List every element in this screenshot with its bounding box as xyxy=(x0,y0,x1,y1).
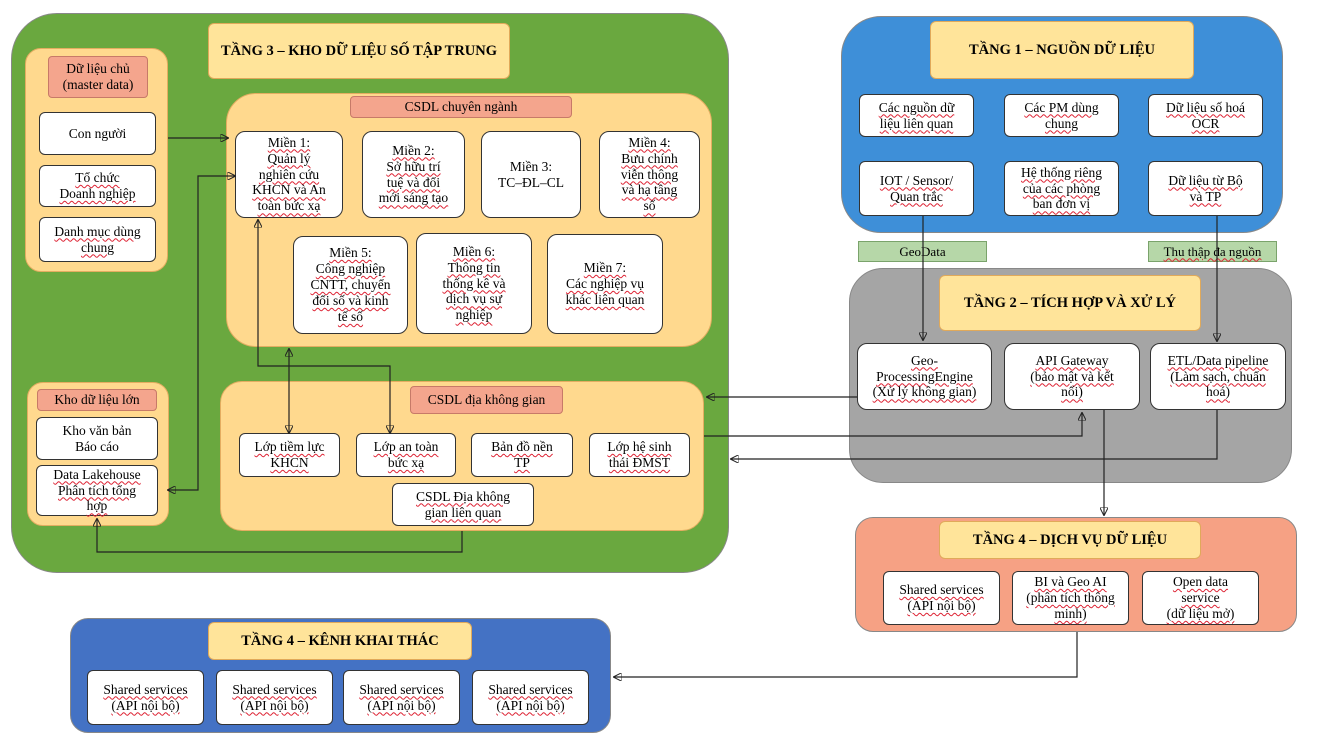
dichvu-open-data: Open data service (dữ liệu mở) xyxy=(1142,571,1259,625)
bigdata-item-lakehouse: Data Lakehouse Phân tích tổng hợp xyxy=(36,465,158,516)
tang4-dichvu-title: TẦNG 4 – DỊCH VỤ DỮ LIỆU xyxy=(939,521,1201,559)
source-pm-dung-chung: Các PM dùng chung xyxy=(1004,94,1119,137)
khaithac-service-4: Shared services (API nội bộ) xyxy=(472,670,589,725)
domain-1: Miền 1: Quản lý nghiên cứu KHCN và An to… xyxy=(235,131,343,218)
layer-an-toan-buc-xa: Lớp an toàn bức xạ xyxy=(356,433,456,477)
etl-data-pipeline: ETL/Data pipeline (Làm sạch, chuẩn hoá) xyxy=(1150,343,1286,410)
master-item-con-nguoi: Con người xyxy=(39,112,156,155)
tang4-khaithac-title: TẦNG 4 – KÊNH KHAI THÁC xyxy=(208,622,472,660)
domain-4: Miền 4: Bưu chính viễn thông và hạ tầng … xyxy=(599,131,700,218)
tang2-title: TẦNG 2 – TÍCH HỢP VÀ XỬ LÝ xyxy=(939,275,1201,331)
layer-he-sinh-thai: Lớp hệ sinh thái ĐMST xyxy=(589,433,690,477)
master-item-danh-muc: Danh mục dùng chung xyxy=(39,217,156,262)
source-iot-sensor: IOT / Sensor/ Quan trắc xyxy=(859,161,974,216)
source-so-hoa-ocr: Dữ liệu số hoá OCR xyxy=(1148,94,1263,137)
arrow-bigdata-chuyennganh xyxy=(168,176,235,490)
layer-ban-do-nen: Bản đồ nền TP xyxy=(471,433,573,477)
domain-3: Miền 3: TC–ĐL–CL xyxy=(481,131,581,218)
domain-2: Miền 2: Sở hữu trí tuệ và đổi mới sáng t… xyxy=(362,131,465,218)
bigdata-title: Kho dữ liệu lớn xyxy=(37,389,157,411)
master-item-to-chuc: Tổ chức Doanh nghiệp xyxy=(39,165,156,207)
tang3-title: TẦNG 3 – KHO DỮ LIỆU SỐ TẬP TRUNG xyxy=(208,23,510,79)
layer-csdl-lien-quan: CSDL Địa không gian liên quan xyxy=(392,483,534,526)
khaithac-service-3: Shared services (API nội bộ) xyxy=(343,670,460,725)
tang1-title: TẦNG 1 – NGUỒN DỮ LIỆU xyxy=(930,21,1194,79)
domain-6: Miền 6: Thông tin thống kê và dịch vụ sự… xyxy=(416,233,532,334)
arrow-dichvu-to-khaithac xyxy=(614,632,1078,677)
geo-processing-engine: Geo- ProcessingEngine (Xử lý không gian) xyxy=(857,343,992,410)
csdl-dia-khong-gian-title: CSDL địa không gian xyxy=(410,386,563,414)
source-nguon-du-lieu: Các nguồn dữ liệu liên quan xyxy=(859,94,974,137)
bigdata-item-kho-van-ban: Kho văn bản Báo cáo xyxy=(36,417,158,460)
dichvu-shared-services: Shared services (API nội bộ) xyxy=(883,571,1000,625)
arrow-csdl-to-lakehouse xyxy=(97,519,463,553)
khaithac-service-1: Shared services (API nội bộ) xyxy=(87,670,204,725)
dichvu-bi-geo-ai: BI và Geo AI (phân tích thông minh) xyxy=(1012,571,1129,625)
layer-tiem-luc: Lớp tiềm lực KHCN xyxy=(239,433,340,477)
master-data-title: Dữ liệu chủ (master data) xyxy=(48,56,148,98)
csdl-chuyen-nganh-title: CSDL chuyên ngành xyxy=(350,96,572,118)
source-he-thong-rieng: Hệ thống riêng của các phòng ban đơn vị xyxy=(1004,161,1119,216)
arrow-diakhonggian-to-api xyxy=(704,413,1082,437)
khaithac-service-2: Shared services (API nội bộ) xyxy=(216,670,333,725)
domain-7: Miền 7: Các nghiệp vụ khác liên quan xyxy=(547,234,663,334)
api-gateway: API Gateway (bảo mật và kết nối) xyxy=(1004,343,1140,410)
source-bo-va-tp: Dữ liệu từ Bộ và TP xyxy=(1148,161,1263,216)
arrow-domain1-antoan xyxy=(258,220,390,433)
arrow-etl-to-diakhonggian xyxy=(731,410,1218,459)
label-thu-thap-da-nguon: Thu thập đa nguồn xyxy=(1148,241,1277,262)
